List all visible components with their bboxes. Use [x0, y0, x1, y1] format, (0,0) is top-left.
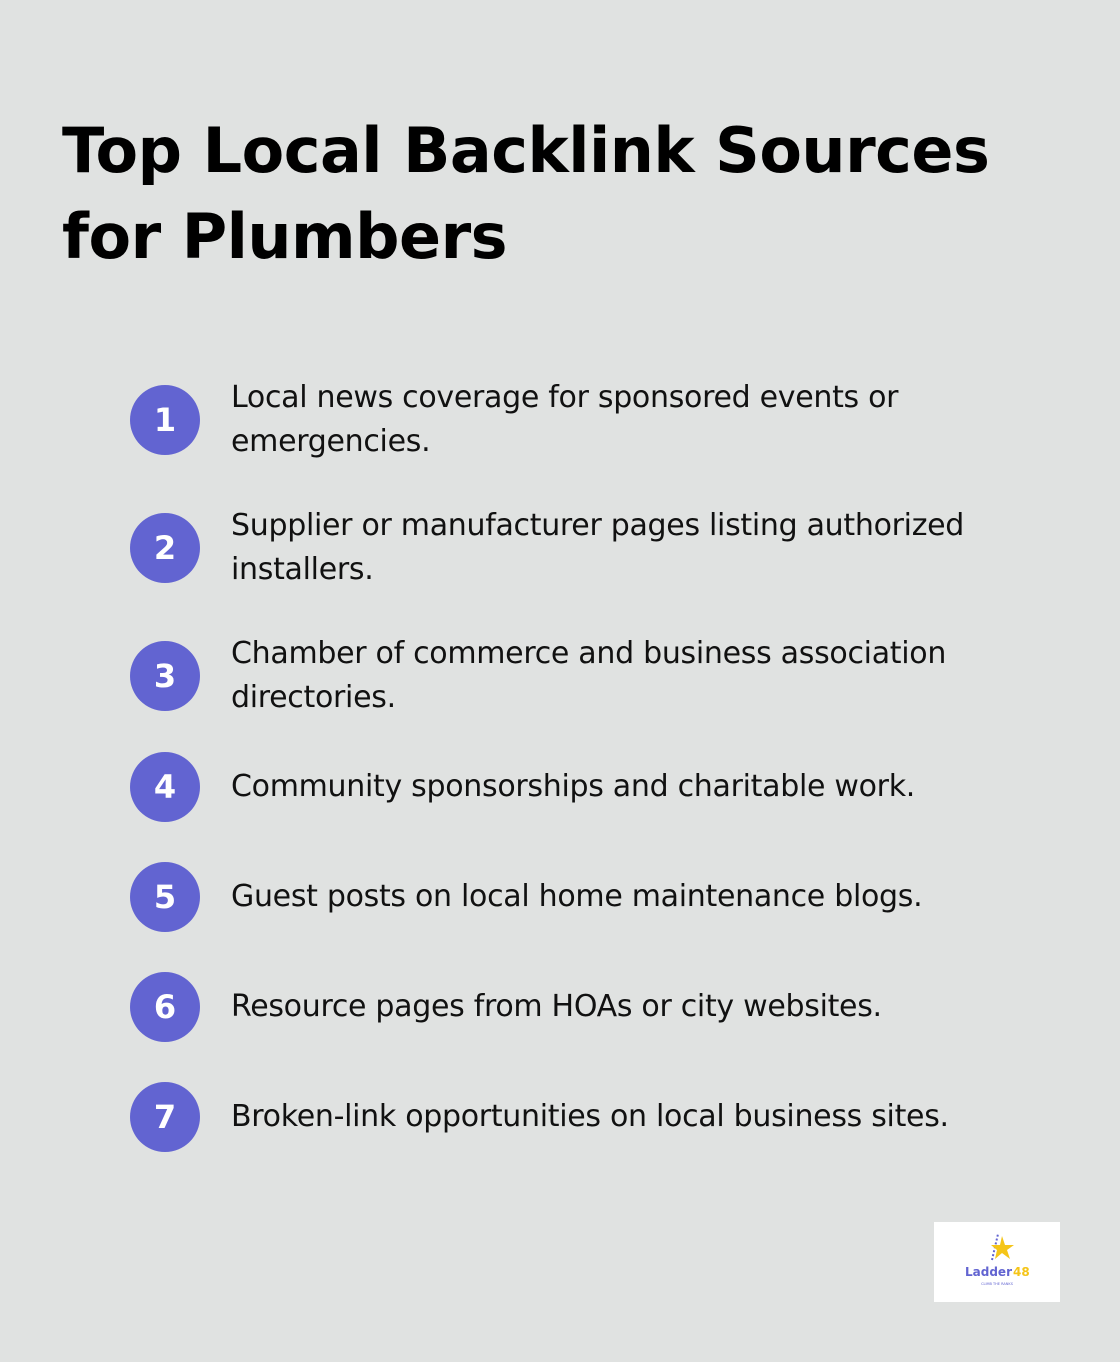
- item-text: Local news coverage for sponsored events…: [231, 380, 899, 459]
- list-item: 2 Supplier or manufacturer pages listing …: [130, 504, 1030, 592]
- list-item: 6 Resource pages from HOAs or city websit…: [130, 972, 1030, 1042]
- number-badge: 2: [130, 513, 200, 583]
- item-text: Guest posts on local home maintenance bl…: [231, 879, 923, 914]
- list-item: 1 Local news coverage for sponsored event…: [130, 376, 1030, 464]
- list-item: 5 Guest posts on local home maintenance b…: [130, 862, 1030, 932]
- logo-text: Ladder: [965, 1265, 1012, 1279]
- item-text: Resource pages from HOAs or city website…: [231, 989, 882, 1024]
- number-badge: 3: [130, 641, 200, 711]
- item-text: Supplier or manufacturer pages listing a…: [231, 508, 965, 587]
- number-badge: 6: [130, 972, 200, 1042]
- list-item: 4 Community sponsorships and charitable w…: [130, 752, 1030, 822]
- item-text: Chamber of commerce and business associa…: [231, 636, 947, 715]
- number-badge: 7: [130, 1082, 200, 1152]
- item-text: Community sponsorships and charitable wo…: [231, 769, 915, 804]
- number-badge: 5: [130, 862, 200, 932]
- item-text: Broken-link opportunities on local busin…: [231, 1099, 949, 1134]
- list-item: 7 Broken-link opportunities on local busi…: [130, 1082, 1030, 1152]
- logo-number: 48: [1013, 1265, 1030, 1279]
- logo-tagline: CLIMB THE RANKS: [981, 1282, 1014, 1286]
- ladder48-logo: Ladder 48 CLIMB THE RANKS: [934, 1222, 1060, 1302]
- number-badge: 4: [130, 752, 200, 822]
- page-title: Top Local Backlink Sources for Plumbers: [62, 114, 990, 273]
- list-item: 3 Chamber of commerce and business associ…: [130, 632, 1030, 720]
- number-badge: 1: [130, 385, 200, 455]
